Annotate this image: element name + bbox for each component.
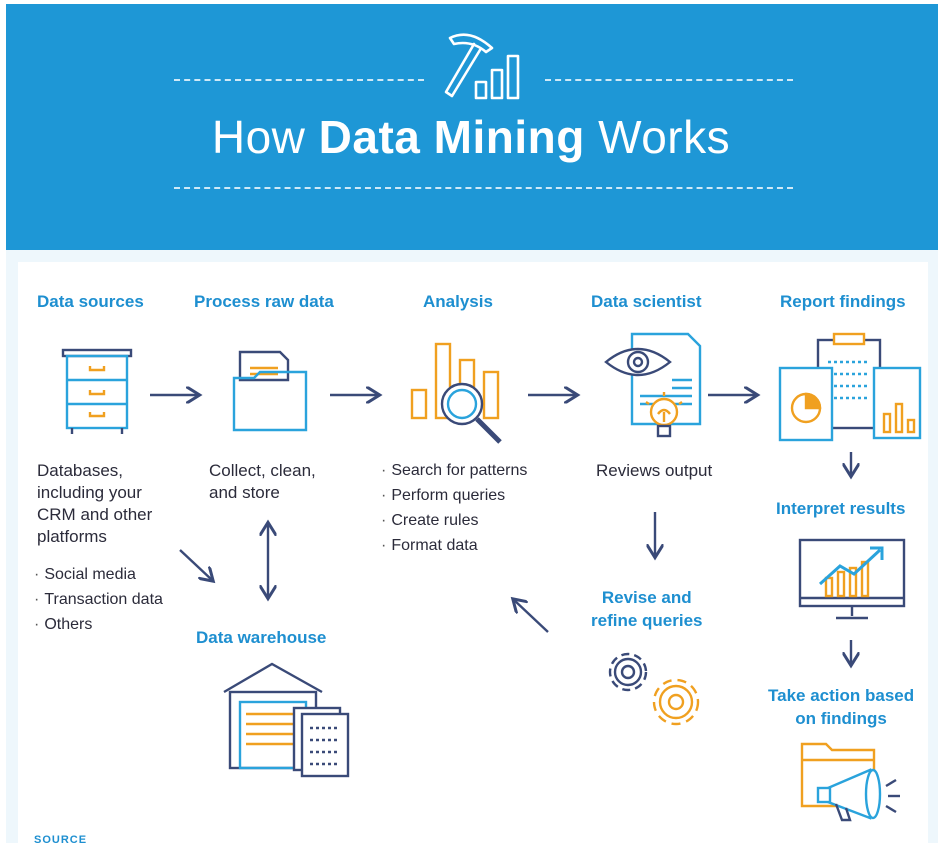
label-report-findings: Report findings — [780, 292, 906, 311]
label-process-raw-data: Process raw data — [194, 292, 334, 311]
label-data-scientist: Data scientist — [591, 292, 702, 311]
list-item: ·Create rules — [381, 512, 479, 529]
label-revise-queries: Revise and refine queries — [591, 586, 703, 632]
gears-icon — [608, 652, 700, 726]
data-sources-description: Databases, including your CRM and other … — [37, 460, 152, 548]
header-divider-top-left — [174, 79, 424, 81]
desc-line: including your — [37, 483, 142, 502]
page-title: How Data Mining Works — [0, 110, 942, 164]
title-bold-part: Data Mining — [318, 111, 585, 163]
list-item: ·Social media — [34, 566, 136, 583]
list-item: ·Perform queries — [381, 487, 506, 504]
folder-megaphone-icon — [800, 742, 900, 822]
list-item-text: Perform queries — [391, 487, 506, 504]
header-divider-top-right — [545, 79, 793, 81]
label-analysis: Analysis — [423, 292, 493, 311]
desc-line: Collect, clean, — [209, 461, 316, 480]
desc-line: CRM and other — [37, 505, 153, 524]
title-part-1: How — [211, 111, 319, 163]
filing-cabinet-icon — [61, 348, 133, 434]
process-description: Collect, clean, and store — [209, 460, 316, 504]
bar-chart-magnifier-icon — [410, 342, 502, 444]
list-item-text: Search for patterns — [391, 462, 528, 479]
monitor-trend-icon — [798, 538, 906, 620]
revise-line-2: refine queries — [591, 611, 703, 630]
label-data-sources: Data sources — [37, 292, 144, 311]
list-item-text: Transaction data — [44, 591, 163, 608]
folder-icon — [232, 350, 308, 432]
label-data-warehouse: Data warehouse — [196, 628, 327, 647]
arrow-sources-to-warehouse — [179, 549, 212, 580]
title-part-2: Works — [584, 111, 731, 163]
scientist-description: Reviews output — [596, 461, 713, 480]
warehouse-icon — [223, 662, 350, 778]
report-charts-icon — [778, 332, 922, 442]
list-item-text: Social media — [44, 566, 136, 583]
list-item-text: Others — [44, 616, 93, 633]
revise-line-1: Revise and — [601, 588, 692, 607]
take-action-line-1: Take action based — [768, 686, 915, 705]
list-item: ·Search for patterns — [381, 462, 528, 479]
desc-line: platforms — [37, 527, 107, 546]
list-item-text: Create rules — [391, 512, 479, 529]
header-divider-bottom — [174, 187, 793, 189]
label-take-action: Take action based on findings — [768, 684, 914, 730]
list-item: ·Format data — [381, 537, 478, 554]
desc-line: Databases, — [37, 461, 123, 480]
data-sources-list: ·Social media ·Transaction data ·Others — [34, 562, 163, 637]
list-item: ·Others — [34, 616, 93, 633]
eye-document-bulb-icon — [604, 332, 702, 438]
desc-line: and store — [209, 483, 280, 502]
source-label: SOURCE — [34, 834, 88, 846]
list-item: ·Transaction data — [34, 591, 163, 608]
take-action-line-2: on findings — [795, 709, 887, 728]
list-item-text: Format data — [391, 537, 478, 554]
pickaxe-chart-icon — [444, 33, 520, 100]
arrow-revise-to-analysis — [514, 600, 549, 633]
analysis-list: ·Search for patterns ·Perform queries ·C… — [381, 458, 527, 558]
label-interpret-results: Interpret results — [776, 499, 906, 518]
